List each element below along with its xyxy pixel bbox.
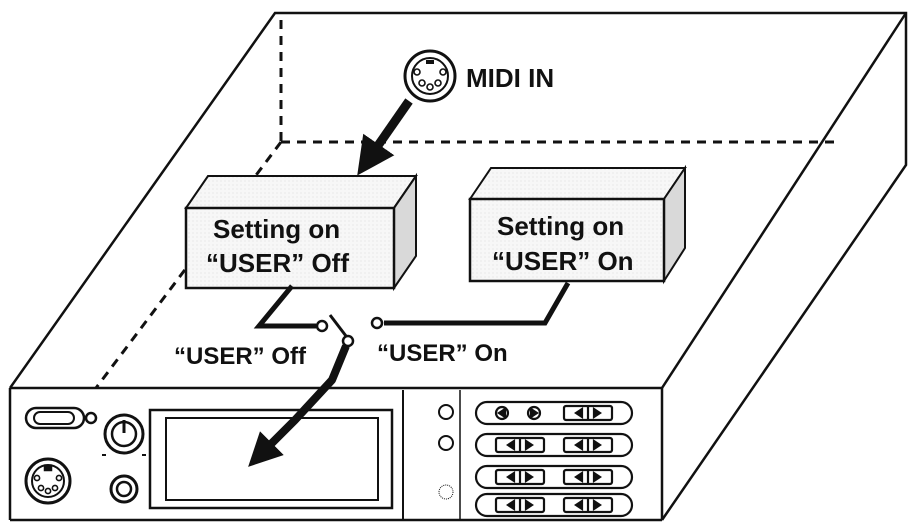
midi-in-connector-icon [403, 49, 457, 103]
user-on-setting-line2: “USER” On [492, 246, 634, 276]
switch-user-off-label: “USER” Off [174, 343, 307, 370]
switch-user-on-label: “USER” On [377, 340, 508, 367]
card-slot [24, 406, 86, 430]
front-panel [24, 390, 461, 520]
midi-in-label: MIDI IN [466, 63, 554, 93]
user-switch [315, 314, 384, 348]
chassis [8, 11, 908, 522]
button-row-4 [474, 492, 634, 518]
switch-terminal-off [315, 319, 329, 333]
switch-output-arrow [248, 344, 350, 467]
button-array [474, 400, 634, 518]
volume-knob-icon [102, 413, 146, 456]
user-off-setting-box: Setting on “USER” Off [184, 172, 418, 292]
chassis-top-outline [8, 11, 908, 521]
indicator-led-2 [438, 435, 454, 451]
headphone-jack-icon [109, 474, 139, 504]
indicator-led-3 [438, 484, 454, 500]
user-on-setting-line1: Setting on [497, 211, 624, 241]
user-on-setting-box: Setting on “USER” On [468, 164, 687, 285]
midi-in-arrow [357, 98, 413, 176]
switch-pivot [341, 334, 355, 348]
button-row-2 [474, 432, 634, 458]
switch-terminal-on [370, 316, 384, 330]
button-row-3 [474, 464, 634, 490]
chassis-top-right-edge [660, 12, 908, 389]
routing-wires [253, 281, 571, 329]
indicator-led-1 [438, 404, 454, 420]
lcd-display [148, 408, 394, 510]
switch-blade [328, 314, 348, 337]
user-off-setting-line2: “USER” Off [206, 248, 349, 278]
user-off-setting-line1: Setting on [213, 214, 340, 244]
front-din-connector-icon [24, 457, 72, 505]
wire-user-on [384, 281, 571, 326]
wire-user-off [253, 284, 316, 329]
button-row-1 [474, 400, 634, 426]
